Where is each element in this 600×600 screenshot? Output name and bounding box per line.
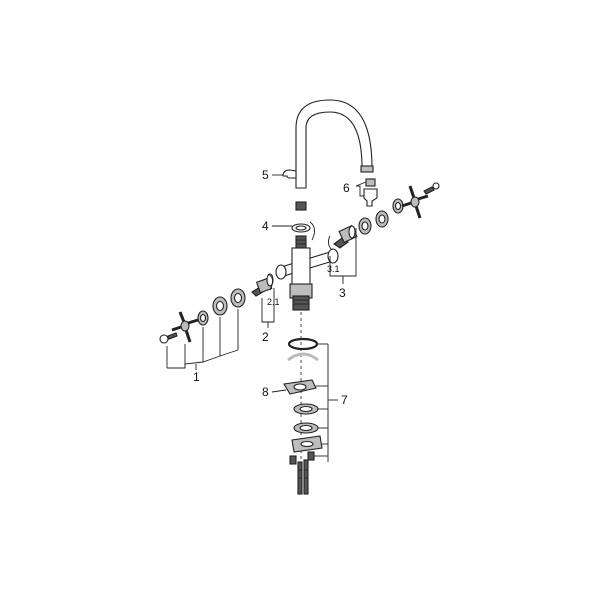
part-6-aerator: 6 <box>343 178 378 207</box>
left-cartridge-group: 2.1 2 <box>251 273 280 344</box>
spout-nut <box>295 201 307 211</box>
callout-2: 2 <box>262 330 269 344</box>
part-8-clamp: 8 <box>262 379 317 399</box>
part-5-clip: 5 <box>262 168 297 182</box>
callout-4: 4 <box>262 219 269 233</box>
callout-5: 5 <box>262 168 269 182</box>
mounting-kit-group: 8 7 <box>262 337 348 495</box>
right-handle-group: 3.1 3 <box>327 182 440 300</box>
callout-1: 1 <box>193 370 200 384</box>
right-cross-handle <box>401 185 429 219</box>
callout-3: 3 <box>339 286 346 300</box>
part-4-cartridge: 4 <box>262 219 315 251</box>
mixer-body <box>275 247 339 311</box>
o-ring <box>287 337 319 351</box>
handle-group-1: 1 <box>159 288 246 384</box>
callout-2-1: 2.1 <box>267 297 280 307</box>
callout-8: 8 <box>262 385 269 399</box>
left-cross-handle <box>171 311 199 343</box>
callout-7: 7 <box>341 393 348 407</box>
callout-6: 6 <box>343 181 350 195</box>
spout <box>295 99 374 189</box>
callout-3-1: 3.1 <box>327 264 340 274</box>
